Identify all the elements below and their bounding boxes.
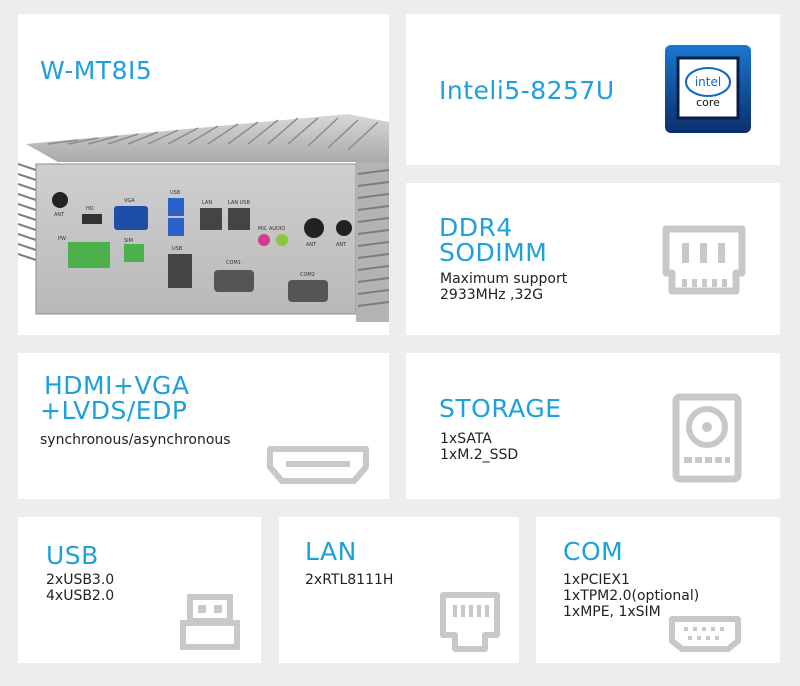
port-label: VGA <box>124 198 135 204</box>
port-label: USB <box>172 246 183 252</box>
com-description: 1xPCIEX1 1xTPM2.0(optional) 1xMPE, 1xSIM <box>563 572 700 620</box>
usb-title: USB <box>46 541 99 570</box>
badge-brand: intel <box>695 75 721 89</box>
video-card: HDMI+VGA +LVDS/EDP synchronous/asynchron… <box>18 353 389 499</box>
usb-card: USB 2xUSB3.0 4xUSB2.0 <box>18 517 261 663</box>
memory-title-line-2: SODIMM <box>439 238 548 267</box>
usb-icon <box>180 594 240 650</box>
product-card: W-MT8I5 <box>18 14 389 335</box>
com-title: COM <box>563 537 624 566</box>
memory-description: Maximum support 2933MHz ,32G <box>440 271 568 303</box>
serial-port-icon <box>669 616 741 652</box>
video-description: synchronous/asynchronous <box>40 432 231 448</box>
port-label: USB <box>170 190 181 196</box>
cpu-title: Inteli5-8257U <box>439 76 615 105</box>
port-label: COM1 <box>226 260 241 266</box>
com-card: COM 1xPCIEX1 1xTPM2.0(optional) 1xMPE, 1… <box>536 517 780 663</box>
lan-title: LAN <box>305 537 357 566</box>
intel-core-badge-icon: intel core <box>665 45 751 133</box>
ram-icon <box>662 225 746 295</box>
hdmi-icon <box>267 446 369 484</box>
lan-card: LAN 2xRTL8111H <box>279 517 519 663</box>
port-label: LAN <box>202 200 212 206</box>
usb-description: 2xUSB3.0 4xUSB2.0 <box>46 572 115 604</box>
port-label: PW <box>58 236 66 242</box>
storage-description: 1xSATA 1xM.2_SSD <box>440 431 519 463</box>
badge-line: core <box>696 96 720 109</box>
port-label: ANT <box>306 242 317 248</box>
memory-card: DDR4 SODIMM Maximum support 2933MHz ,32G <box>406 183 780 335</box>
port-label: ANT <box>336 242 347 248</box>
hard-drive-icon <box>672 393 742 483</box>
port-label: SIM <box>124 238 133 244</box>
product-model: W-MT8I5 <box>40 56 153 85</box>
port-label: MIC AUDIO <box>258 226 285 232</box>
video-title-line-2: +LVDS/EDP <box>40 396 188 425</box>
port-label: LAN USB <box>228 200 250 206</box>
industrial-pc-image: ANT HD VGA USB LAN LAN USB MIC AUDIO ANT… <box>18 114 389 322</box>
cpu-card: Inteli5-8257U intel core <box>406 14 780 165</box>
memory-title-line-1: DDR4 <box>439 213 513 242</box>
storage-title: STORAGE <box>439 394 562 423</box>
port-label: ANT <box>54 212 65 218</box>
video-title-line-1: HDMI+VGA <box>44 371 190 400</box>
port-label: COM2 <box>300 272 315 278</box>
ethernet-icon <box>440 592 500 652</box>
port-label: HD <box>86 206 94 212</box>
storage-card: STORAGE 1xSATA 1xM.2_SSD <box>406 353 780 499</box>
lan-description: 2xRTL8111H <box>305 572 394 588</box>
